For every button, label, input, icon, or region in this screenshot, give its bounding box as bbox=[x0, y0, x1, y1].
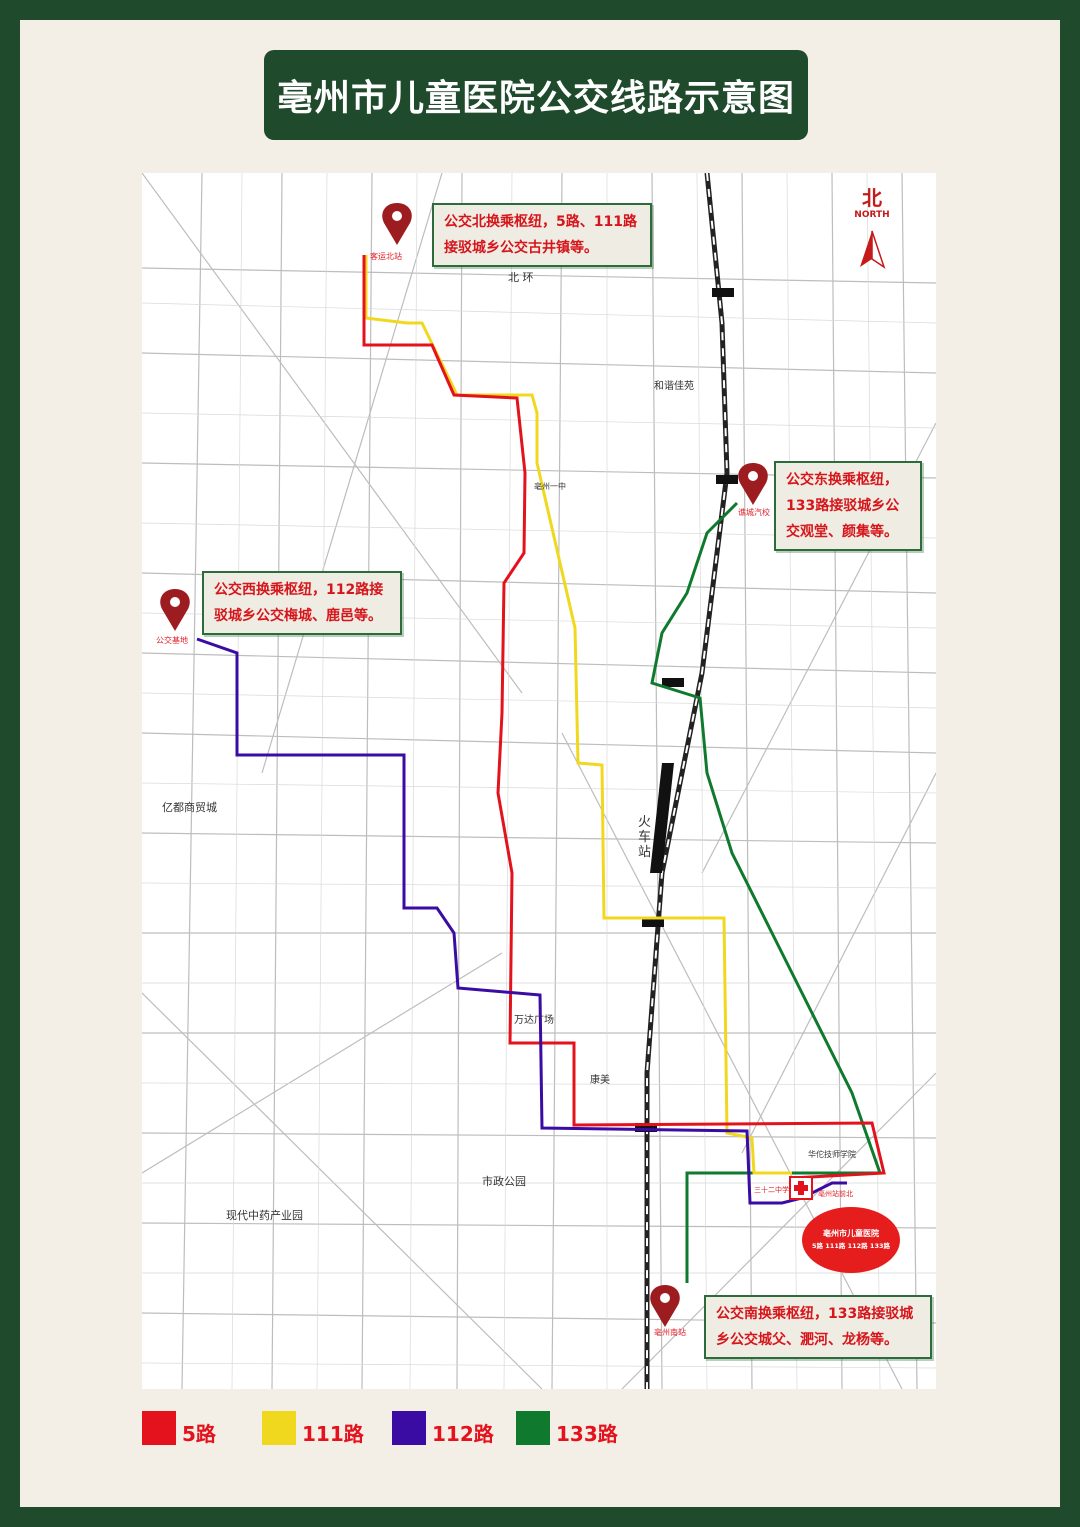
north-arrow-icon bbox=[860, 230, 886, 269]
lingjiazhong-label: 亳州一中 bbox=[534, 482, 566, 491]
title-banner: 亳州市儿童医院公交线路示意图 bbox=[264, 50, 808, 140]
callout-west: 公交西换乘枢纽，112路接 驳城乡公交梅城、鹿邑等。 bbox=[202, 571, 402, 635]
page-title: 亳州市儿童医院公交线路示意图 bbox=[276, 78, 795, 119]
wanda-label: 万达广场 bbox=[514, 1015, 554, 1026]
route-5-line[interactable] bbox=[362, 255, 886, 1180]
hexie-label: 和谐佳苑 bbox=[654, 381, 694, 392]
legend-label-route-112: 112路 bbox=[432, 1422, 494, 1446]
yicheng-label: 亿都商贸城 bbox=[162, 801, 217, 814]
city-park-label: 市政公园 bbox=[482, 1175, 526, 1188]
route-133-line[interactable] bbox=[650, 501, 883, 1283]
stop-32-label: 三十二中学 bbox=[754, 1186, 789, 1194]
callout-north: 公交北换乘枢纽，5路、111路 接驳城乡公交古井镇等。 bbox=[432, 203, 652, 267]
route-map[interactable]: 北 NORTH 客运北站 谯城汽校 公交基地 亳州南站 火车站 万达广场 市政公… bbox=[142, 173, 936, 1389]
pin-south-icon[interactable] bbox=[650, 1285, 680, 1327]
compass-en: NORTH bbox=[854, 210, 890, 220]
route-112-line[interactable] bbox=[196, 637, 847, 1205]
legend-label-route-133: 133路 bbox=[556, 1422, 618, 1446]
callout-east: 公交东换乘枢纽， 133路接驳城乡公 交观堂、颜集等。 bbox=[774, 461, 922, 551]
stop-station-north-label: 亳州站前北 bbox=[818, 1190, 853, 1198]
legend-item-route-133: 133路 bbox=[516, 1408, 618, 1447]
legend-label-route-5: 5路 bbox=[182, 1422, 216, 1446]
kangmei-label: 康美 bbox=[590, 1075, 610, 1086]
pin-east-icon[interactable] bbox=[738, 463, 768, 505]
legend-label-route-111: 111路 bbox=[302, 1422, 364, 1446]
railway bbox=[635, 173, 738, 1389]
legend-swatch-route-111 bbox=[262, 1410, 296, 1445]
legend-item-route-112: 112路 bbox=[392, 1408, 494, 1447]
huatuo-label: 华佗技师学院 bbox=[808, 1150, 856, 1159]
hospital-bubble[interactable]: 亳州市儿童医院 5路 111路 112路 133路 bbox=[802, 1207, 900, 1273]
legend-item-route-111: 111路 bbox=[262, 1408, 364, 1447]
pin-north-icon[interactable] bbox=[382, 203, 412, 245]
hospital-routes: 5路 111路 112路 133路 bbox=[811, 1242, 891, 1250]
compass: 北 NORTH bbox=[842, 187, 902, 221]
hospital-name: 亳州市儿童医院 bbox=[823, 1229, 879, 1238]
pin-east-label: 谯城汽校 bbox=[738, 508, 770, 517]
train-station-label: 火车站 bbox=[638, 815, 652, 860]
route-legend: 5路 111路 112路 133路 bbox=[142, 1402, 942, 1452]
hospital-icon[interactable] bbox=[789, 1176, 813, 1200]
modern-tcm-label: 现代中药产业园 bbox=[226, 1209, 303, 1222]
minor-streets bbox=[142, 173, 936, 1389]
pin-south-label: 亳州南站 bbox=[654, 1328, 686, 1337]
callout-south: 公交南换乘枢纽，133路接驳城 乡公交城父、淝河、龙杨等。 bbox=[704, 1295, 932, 1359]
legend-swatch-route-5 bbox=[142, 1410, 176, 1445]
legend-swatch-route-112 bbox=[392, 1410, 426, 1445]
legend-item-route-5: 5路 bbox=[142, 1408, 216, 1447]
compass-zh: 北 bbox=[862, 186, 882, 210]
map-canvas bbox=[142, 173, 936, 1389]
pin-north-label: 客运北站 bbox=[370, 252, 402, 261]
north-ring-label: 北 环 bbox=[508, 271, 534, 284]
pin-west-label: 公交基地 bbox=[156, 636, 188, 645]
legend-swatch-route-133 bbox=[516, 1410, 550, 1445]
pin-west-icon[interactable] bbox=[160, 589, 190, 631]
route-111-line[interactable] bbox=[364, 255, 792, 1175]
